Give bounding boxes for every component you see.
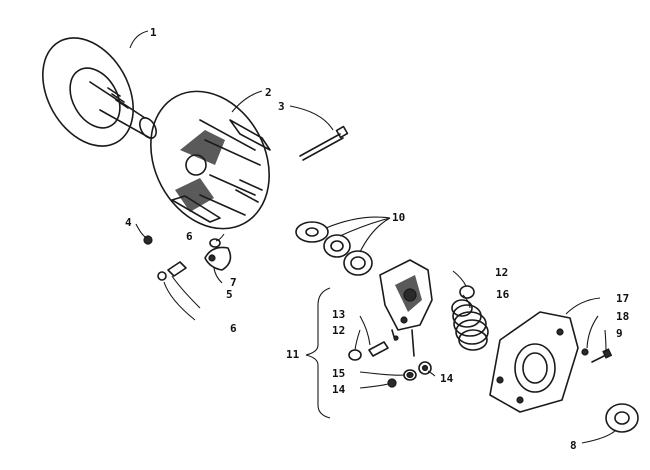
bolt-part-3	[299, 125, 349, 161]
callout-6-upper: 6	[186, 230, 193, 243]
callout-12-upper: 12	[495, 266, 508, 279]
nut-part-14	[387, 361, 432, 388]
callout-6-lower: 6	[230, 322, 237, 335]
bushing-part-6	[157, 238, 221, 281]
weight-assembly-part-11	[379, 259, 433, 357]
shim-washers-part-10	[295, 221, 373, 276]
sheave-part-1	[42, 37, 157, 147]
spider-part-2	[150, 90, 271, 230]
cover-part-17	[489, 311, 579, 413]
cap-part-8	[605, 403, 639, 433]
callout-9: 9	[616, 327, 623, 340]
callout-14-right: 14	[440, 372, 454, 385]
callout-11: 11	[286, 348, 300, 361]
callout-5: 5	[226, 288, 233, 301]
callout-3: 3	[278, 100, 285, 113]
washer-part-18	[581, 348, 589, 356]
callout-15: 15	[332, 367, 345, 380]
washer-part-15	[403, 369, 417, 381]
screw-part-9	[591, 348, 613, 363]
pin-part-5	[167, 261, 187, 277]
callout-8: 8	[570, 439, 577, 452]
callout-14-left: 14	[332, 383, 346, 396]
spring-part-16	[451, 299, 489, 351]
callout-1: 1	[150, 26, 157, 39]
callout-13: 13	[332, 308, 345, 321]
assembly-bracket	[305, 287, 331, 419]
callout-labels: 1 2 3 4 5 6 6 7 8 9 10 11 12 12 13 14 14…	[125, 26, 629, 452]
leader-lines	[129, 30, 617, 444]
callout-2: 2	[265, 86, 272, 99]
callout-4: 4	[125, 216, 132, 229]
callout-16: 16	[496, 288, 510, 301]
callout-18: 18	[616, 310, 629, 323]
callout-12-lower: 12	[332, 324, 345, 337]
callout-7: 7	[230, 276, 237, 289]
pin-part-13	[368, 341, 389, 357]
callout-10: 10	[392, 211, 405, 224]
callout-17: 17	[616, 292, 629, 305]
roller-part-7	[204, 246, 232, 271]
